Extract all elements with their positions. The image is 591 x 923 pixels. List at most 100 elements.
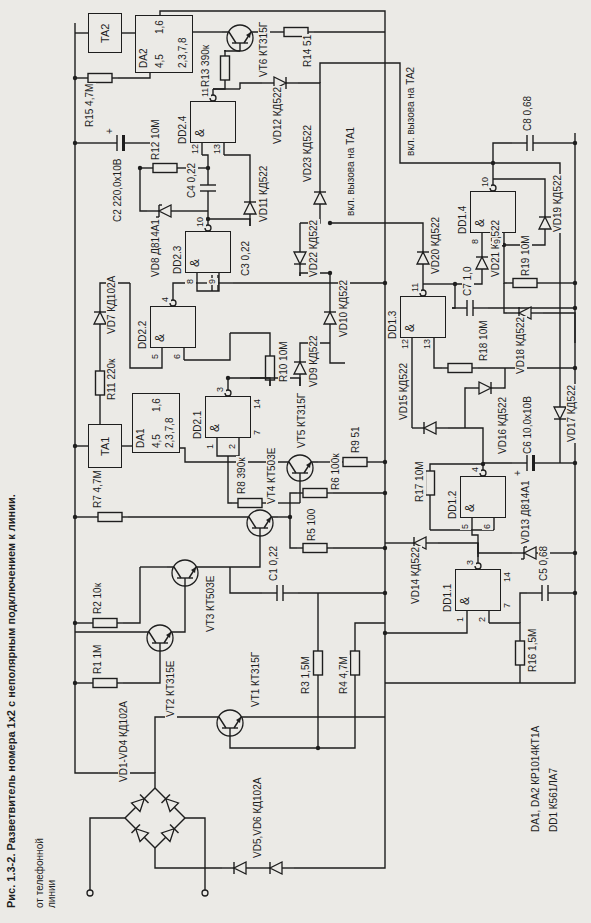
gate-function: & <box>189 259 201 267</box>
wire <box>213 86 225 89</box>
component-label: VD17 КД522 <box>566 384 578 443</box>
logic-gate: DD2.4& <box>190 101 236 143</box>
junction-dot <box>383 546 387 550</box>
diode-symbol <box>234 862 246 874</box>
diode-lead <box>99 300 100 312</box>
wire <box>430 464 483 465</box>
resistor-lead <box>87 682 93 683</box>
transistor-emitter <box>164 632 178 643</box>
junction-dot <box>573 366 577 370</box>
component-label: R6 100к <box>330 452 342 491</box>
junction-dot <box>573 281 577 285</box>
chip-name: DA1 <box>135 429 147 448</box>
diode-bar <box>269 862 270 874</box>
wire <box>75 631 142 632</box>
diode-lead <box>174 807 185 818</box>
logic-gate: DD1.3& <box>400 296 446 338</box>
chip-name: DA2 <box>138 49 150 68</box>
diode-lead <box>319 180 320 192</box>
gate-name: DD2.3 <box>172 246 184 274</box>
wire <box>504 245 507 283</box>
junction-dot <box>206 166 210 170</box>
wire <box>122 445 132 446</box>
diode-lead <box>155 837 166 848</box>
wire <box>329 273 330 300</box>
diode-symbol <box>294 362 306 374</box>
capacitor-lead <box>512 142 527 143</box>
line-terminal <box>202 890 208 896</box>
diode-symbol <box>476 257 488 269</box>
diode-bar <box>294 361 306 362</box>
diode-lead <box>329 324 330 336</box>
line-input-note: от телефонной линии <box>34 817 58 909</box>
junction-dot <box>383 591 387 595</box>
gate-output <box>207 219 208 225</box>
wire <box>493 143 512 163</box>
component-label: R2 10к <box>92 582 104 615</box>
wire <box>559 431 560 463</box>
gate-name: DD1.4 <box>457 206 469 234</box>
junction-dot <box>573 551 577 555</box>
capacitor-plate <box>276 585 277 601</box>
junction-dot <box>73 76 77 80</box>
gate-output <box>172 294 173 300</box>
resistor-lead <box>224 80 225 86</box>
transistor-lead <box>259 528 260 536</box>
resistor-lead <box>317 645 318 651</box>
component-label: R10 10М <box>278 340 290 383</box>
gate-output <box>212 89 213 95</box>
gate-input <box>488 611 489 623</box>
capacitor-plate <box>122 135 125 151</box>
diode-symbol <box>554 407 566 419</box>
wire <box>208 219 250 226</box>
pin-number: 14 <box>502 571 513 583</box>
component-label: VD12 КД522 <box>272 86 284 145</box>
gate-function: & <box>404 324 416 332</box>
transistor-emitter <box>189 567 203 578</box>
component-label: VT2 КТ315Е <box>165 660 177 718</box>
gate-function: & <box>464 504 476 512</box>
resistor-lead <box>308 31 314 32</box>
component-label: VT5 КТ315Г <box>296 392 308 449</box>
pin-number: 14 <box>252 398 263 410</box>
junction-dot <box>316 746 320 750</box>
component-label: R16 1,5М <box>527 628 539 673</box>
wire <box>520 593 527 623</box>
wire <box>203 536 260 567</box>
transistor-lead <box>299 473 300 481</box>
pin-number: 10 <box>480 176 491 188</box>
zener-hook <box>524 546 527 547</box>
resistor-symbol <box>351 651 360 675</box>
diode-lead <box>491 387 503 388</box>
resistor-lead <box>429 465 430 471</box>
component-label: VD11 КД522 <box>258 165 270 223</box>
junction-dot <box>573 461 577 465</box>
junction-dot <box>573 591 577 595</box>
pin-number: 9 <box>207 278 218 285</box>
wire <box>299 223 300 240</box>
component-label: R4 4,7М <box>338 655 350 695</box>
diode-symbol <box>539 217 551 229</box>
junction-dot <box>138 166 142 170</box>
diode-lead <box>481 245 482 257</box>
resistor-lead <box>122 516 128 517</box>
pin-number: 7 <box>502 602 513 609</box>
gate-output <box>482 464 483 470</box>
diode-symbol <box>132 799 145 812</box>
diode-bar <box>158 205 159 217</box>
junction-dot <box>73 141 77 145</box>
gate-output <box>227 384 228 390</box>
diode-lead <box>155 788 166 799</box>
gate-function: & <box>209 424 221 432</box>
component-label: VT6 КТ315Г <box>258 21 270 78</box>
diode-lead <box>402 542 414 543</box>
component-label: R7 4,7М <box>92 469 104 509</box>
pin-number: 5 <box>150 353 161 360</box>
junction-dot <box>73 444 77 448</box>
gate-input <box>471 518 472 530</box>
diode-symbol <box>417 252 429 264</box>
wire <box>411 350 412 428</box>
pin-number: 8 <box>470 238 481 245</box>
capacitor-lead <box>527 592 542 593</box>
component-label: C3 0,22 <box>240 240 252 277</box>
